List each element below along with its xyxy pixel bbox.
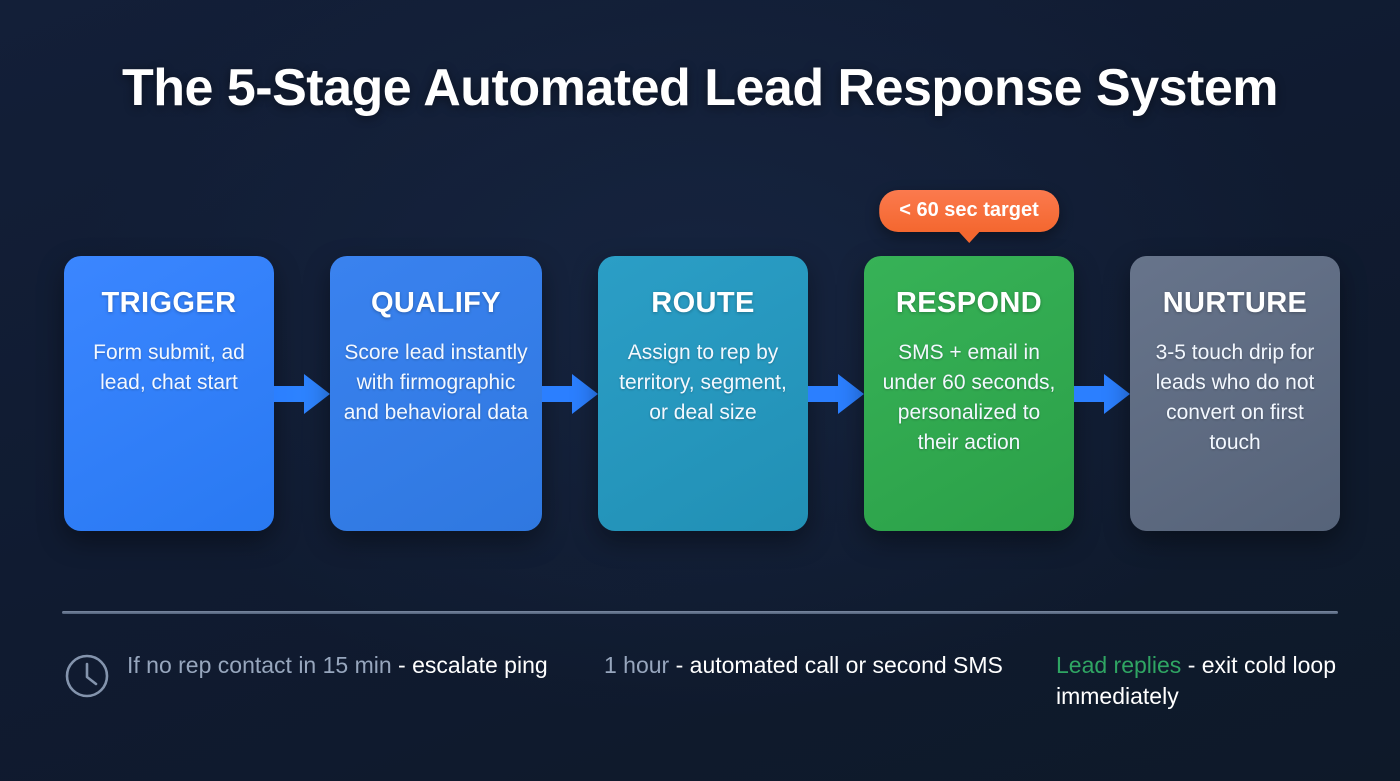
arrow-right-icon <box>1074 371 1130 417</box>
footer-note-separator: - <box>669 652 690 678</box>
stage-title: ROUTE <box>651 287 755 319</box>
stage-card-route[interactable]: ROUTE Assign to rep by territory, segmen… <box>598 256 808 531</box>
footer-note-text: If no rep contact in 15 min - escalate p… <box>127 650 548 681</box>
footer-note-key: If no rep contact in 15 min <box>127 652 392 678</box>
footer-notes: If no rep contact in 15 min - escalate p… <box>64 650 1340 711</box>
clock-icon <box>64 653 110 699</box>
footer-note-key: 1 hour <box>604 652 670 678</box>
footer-note-key: Lead replies <box>1056 652 1182 678</box>
stage-card-respond[interactable]: < 60 sec target RESPOND SMS + email in u… <box>864 190 1074 531</box>
stage-flow: TRIGGER Form submit, ad lead, chat start… <box>64 190 1340 531</box>
stage-card-qualify[interactable]: QUALIFY Score lead instantly with firmog… <box>330 256 542 531</box>
stage-title: NURTURE <box>1162 287 1308 319</box>
stage-card-trigger[interactable]: TRIGGER Form submit, ad lead, chat start <box>64 256 274 531</box>
footer-note-text: 1 hour - automated call or second SMS <box>604 650 1003 681</box>
footer-note-followup: 1 hour - automated call or second SMS <box>604 650 1056 681</box>
stage-description: SMS + email in under 60 seconds, persona… <box>882 341 1056 454</box>
stage-description: Score lead instantly with firmographic a… <box>343 341 529 425</box>
footer-note-value: automated call or second SMS <box>689 652 1003 678</box>
footer-note-text: Lead replies - exit cold loop immediatel… <box>1056 650 1340 711</box>
footer-note-value: exit cold loop immediately <box>1056 652 1337 709</box>
stage-title: RESPOND <box>895 287 1043 319</box>
footer-note-value: escalate ping <box>412 652 548 678</box>
stage-description: Form submit, ad lead, chat start <box>93 341 245 395</box>
stage-title: TRIGGER <box>101 287 237 319</box>
stage-description: 3-5 touch drip for leads who do not conv… <box>1155 341 1315 454</box>
footer-note-separator: - <box>391 652 413 678</box>
status-badge: < 60 sec target <box>879 190 1059 232</box>
footer-note-separator: - <box>1181 652 1202 678</box>
stage-description: Assign to rep by territory, segment, or … <box>619 341 787 425</box>
stage-title: QUALIFY <box>370 287 502 319</box>
arrow-right-icon <box>274 371 330 417</box>
title-bar: The 5-Stage Automated Lead Response Syst… <box>0 0 1400 176</box>
footer-note-escalation: If no rep contact in 15 min - escalate p… <box>64 650 604 699</box>
arrow-right-icon <box>542 371 598 417</box>
footer-note-exit: Lead replies - exit cold loop immediatel… <box>1056 650 1340 711</box>
section-divider <box>62 611 1338 614</box>
stage-card-nurture[interactable]: NURTURE 3-5 touch drip for leads who do … <box>1130 256 1340 531</box>
page-title: The 5-Stage Automated Lead Response Syst… <box>121 59 1279 117</box>
arrow-right-icon <box>808 371 864 417</box>
